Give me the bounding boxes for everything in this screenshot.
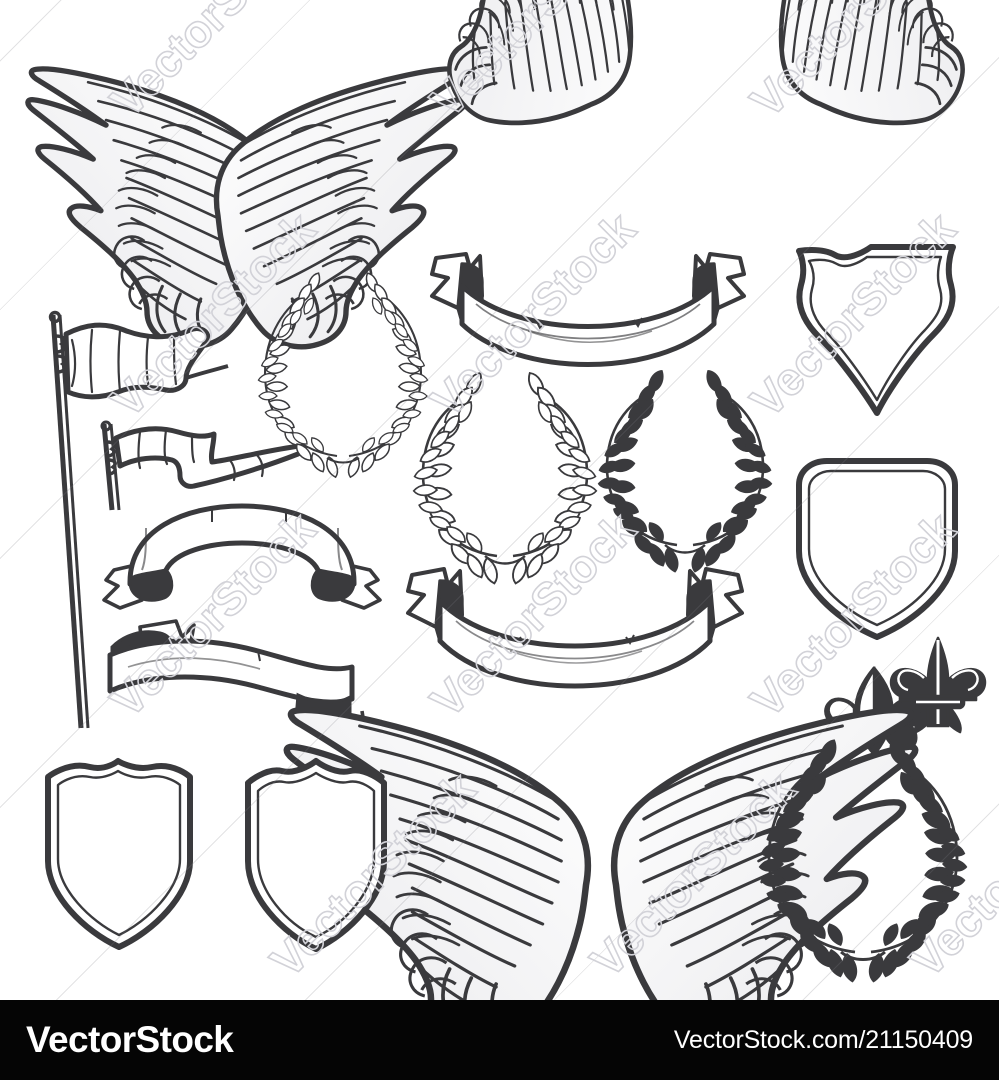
fleur-de-lis-slender-element [889, 636, 987, 734]
ribbon-arched-left-element [102, 503, 382, 610]
shield-curved-top-left-element [45, 758, 193, 950]
wreath-solid-leaves-element [597, 367, 772, 574]
flag-pole-wavy-element [48, 310, 229, 729]
vectorstock-brand-label: VectorStock [26, 1019, 234, 1060]
shield-pointed-top-right-element [796, 244, 956, 416]
wings-upright-pair-element [28, 69, 465, 347]
wings-spread-pair-element [378, 0, 999, 163]
shield-rounded-right-element [796, 458, 958, 640]
vectorstock-credit-url: VectorStock.com/21150409 [673, 1025, 973, 1054]
wreath-dense-dark-element [758, 736, 968, 983]
wreath-thin-open-element [257, 270, 428, 480]
heraldic-elements-illustration [0, 0, 999, 1000]
artwork-canvas: VectorStock VectorStock VectorStock Vect… [0, 0, 999, 1000]
flag-pole-pennant-element [100, 420, 307, 511]
ribbon-banner-top-element [430, 252, 746, 367]
footer-bar: VectorStock VectorStock.com/21150409 [0, 1000, 999, 1080]
shield-notched-top-element [245, 758, 387, 952]
ribbon-banner-lower-element [406, 567, 744, 689]
wreath-outline-leaves-element [412, 369, 596, 586]
